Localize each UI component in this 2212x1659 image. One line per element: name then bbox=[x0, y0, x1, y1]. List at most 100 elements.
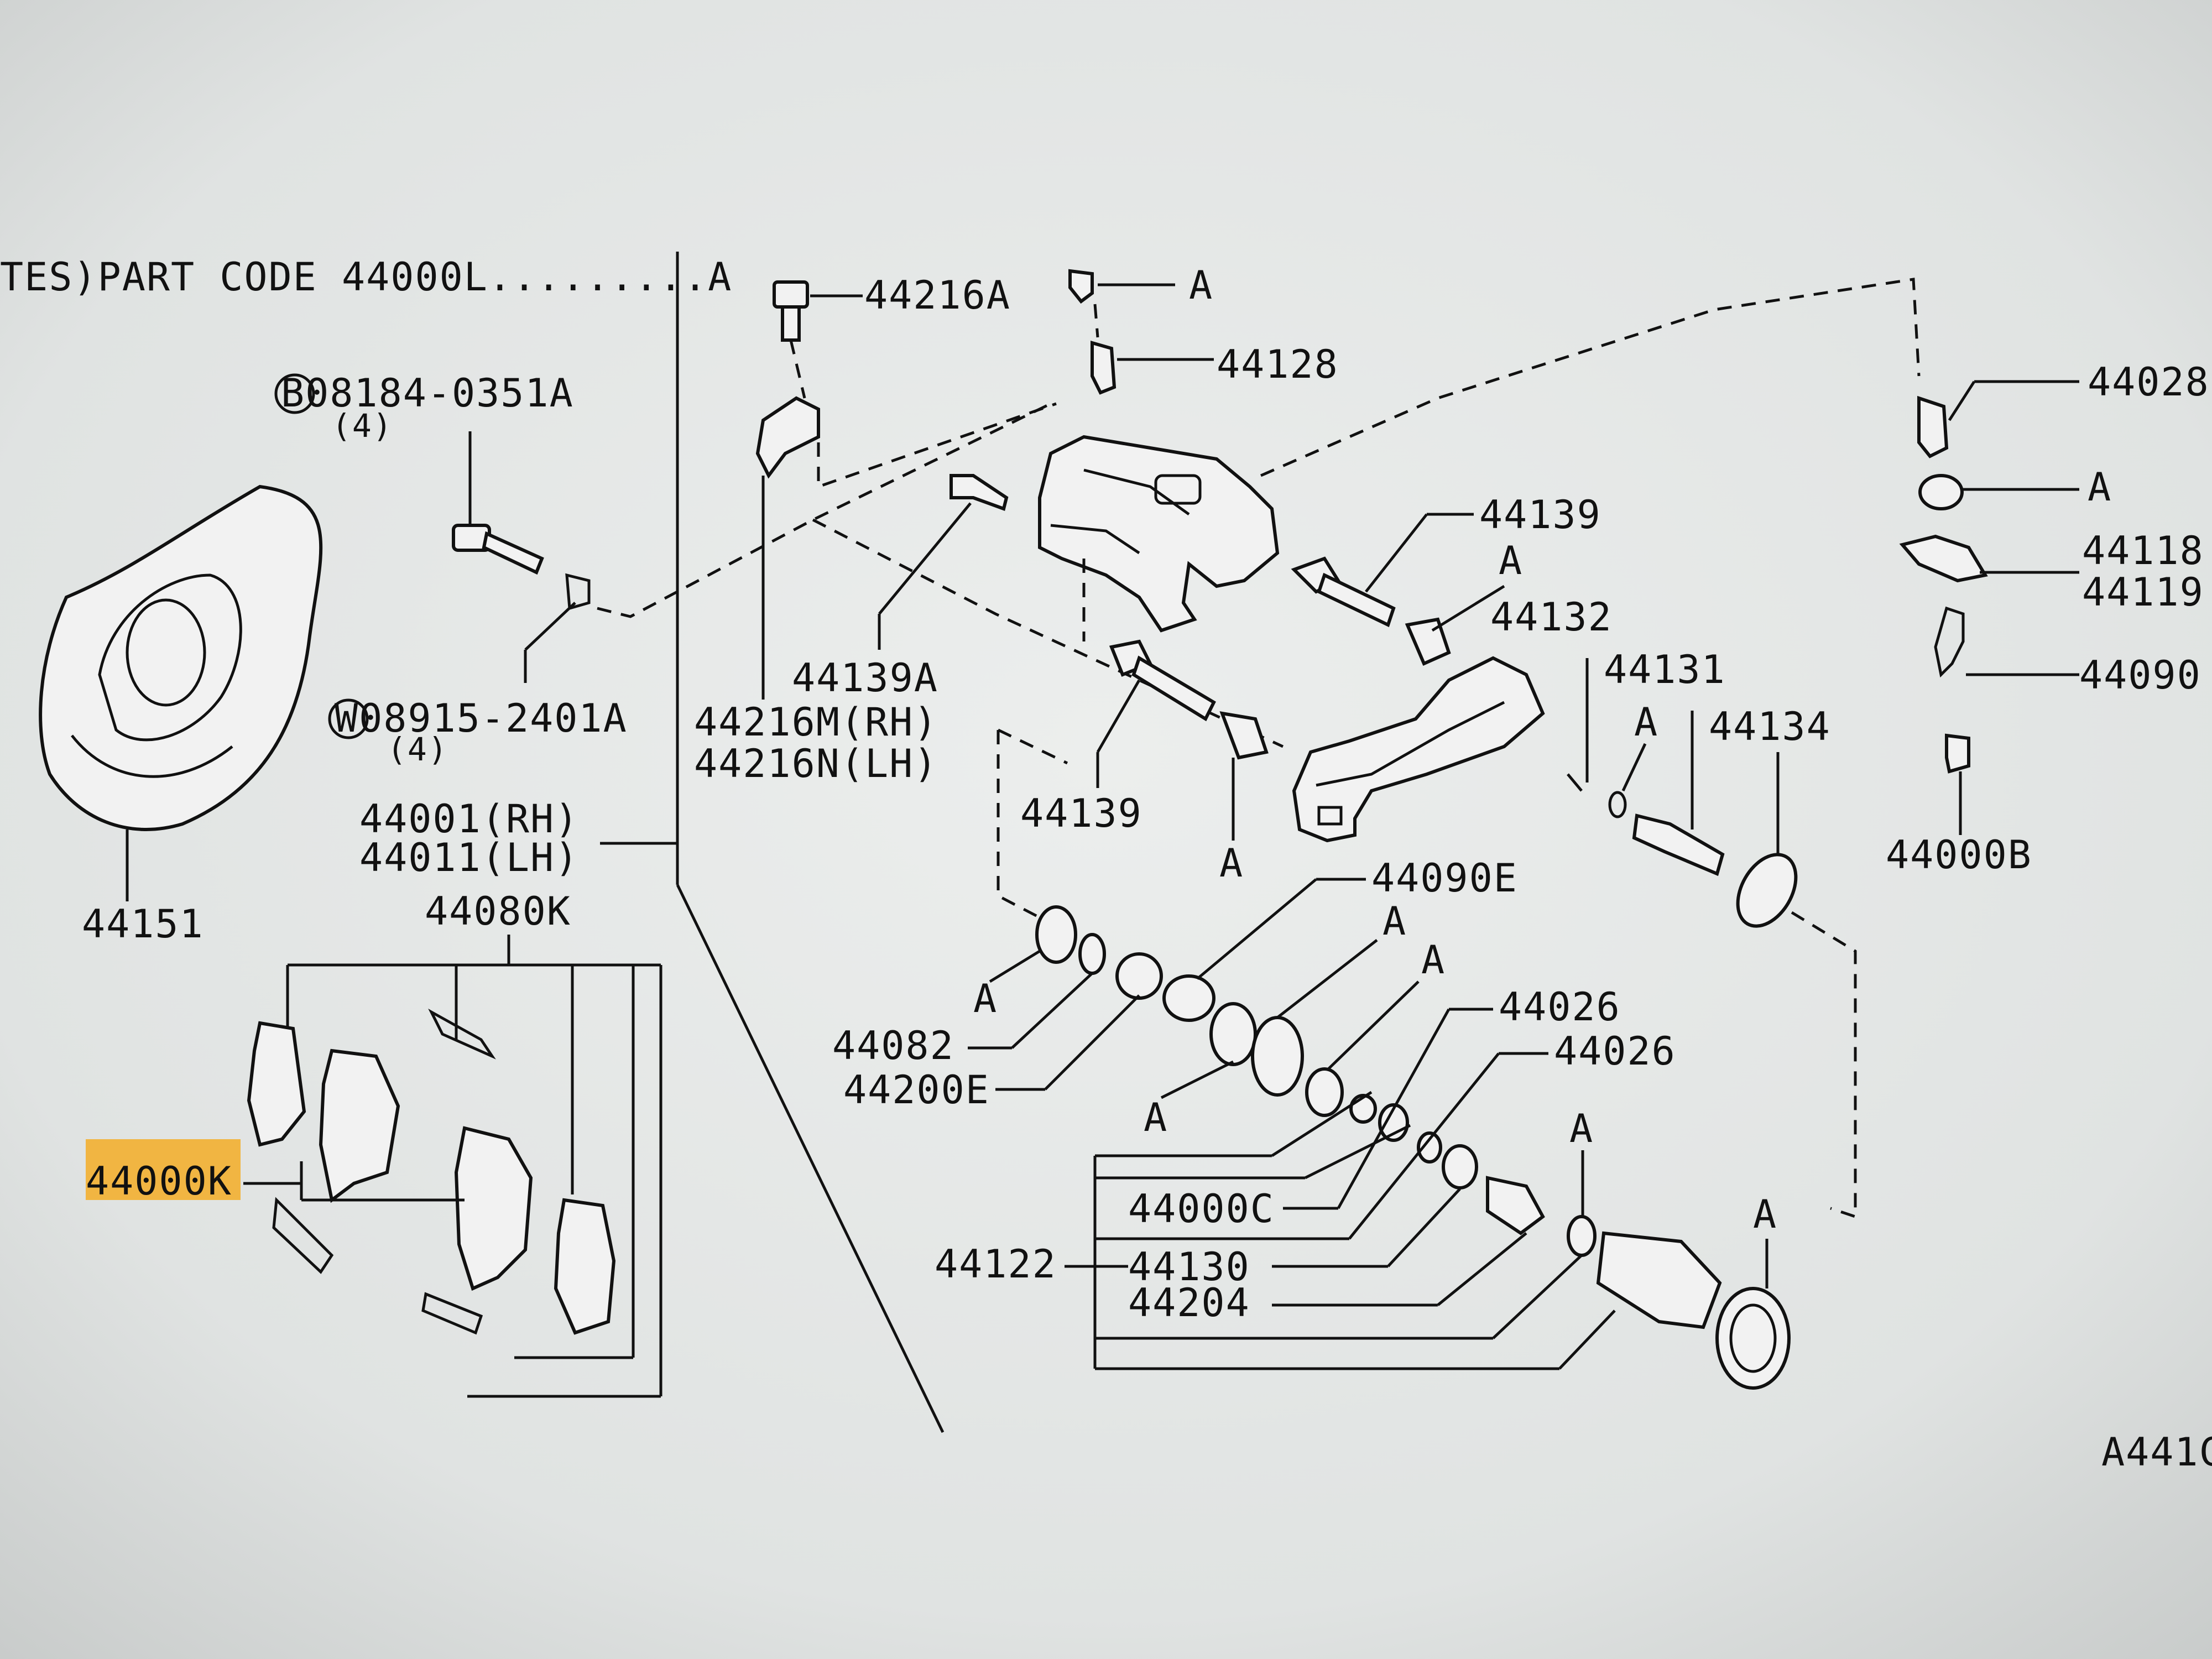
label-44026a: 44026 bbox=[1499, 984, 1621, 1030]
label-44130: 44130 bbox=[1128, 1244, 1250, 1290]
leader-44090e-d bbox=[1196, 878, 1317, 980]
bolt-44216a-drawing bbox=[773, 280, 809, 342]
boot-lower-drawing bbox=[1219, 711, 1269, 760]
leader-a-s3 bbox=[1326, 980, 1420, 1071]
label-44011-lh: 44011(LH) bbox=[359, 835, 579, 880]
label-bolt-b-qty: (4) bbox=[332, 407, 393, 445]
leader-a-mid1 bbox=[1431, 585, 1505, 632]
label-a-s5: A bbox=[1569, 1106, 1594, 1151]
label-washer-w: W08915-2401A bbox=[335, 696, 628, 741]
bleeder-cap-drawing bbox=[1068, 269, 1094, 304]
leader-44139-top bbox=[1365, 513, 1428, 593]
dashed-line-washer bbox=[597, 402, 1052, 618]
guide-pin-upper-drawing bbox=[1291, 556, 1396, 628]
label-bolt-b: B08184-0351A bbox=[281, 371, 574, 416]
leader-44028-d bbox=[1948, 380, 1976, 421]
label-44000k: 44000K bbox=[86, 1159, 232, 1204]
dashed-top-right bbox=[1260, 278, 1921, 477]
label-44000b: 44000B bbox=[1886, 832, 2032, 878]
torque-member-drawing bbox=[1292, 656, 1545, 843]
label-44082: 44082 bbox=[832, 1023, 954, 1068]
label-44200e: 44200E bbox=[843, 1067, 990, 1113]
leader-a-mid2 bbox=[1621, 743, 1647, 792]
highlight-44000k bbox=[86, 1139, 241, 1200]
pad-kit-bracket bbox=[286, 935, 662, 1398]
leader-44200e-d bbox=[1044, 994, 1140, 1091]
dashed-cap-right bbox=[1791, 911, 1857, 1219]
label-a-r1: A bbox=[2088, 465, 2112, 510]
leader-a-s4 bbox=[1160, 1060, 1234, 1099]
label-44118: 44118 bbox=[2082, 528, 2204, 573]
label-44128: 44128 bbox=[1217, 342, 1339, 387]
part-44028-drawing bbox=[1917, 395, 1949, 458]
label-44001-rh: 44001(RH) bbox=[359, 796, 579, 842]
leader-a-s2 bbox=[1276, 939, 1378, 1019]
label-44090e: 44090E bbox=[1371, 855, 1518, 901]
pin-44131-drawing bbox=[1567, 773, 1583, 792]
label-44151: 44151 bbox=[82, 901, 204, 947]
splash-shield-drawing bbox=[39, 484, 323, 831]
label-44080k: 44080K bbox=[425, 889, 571, 934]
bracket-44216m-drawing bbox=[755, 396, 820, 479]
oring-a-drawing bbox=[1608, 791, 1627, 818]
label-a-mid1: A bbox=[1499, 538, 1523, 583]
label-44139-top: 44139 bbox=[1479, 492, 1601, 538]
part-code-note: TES)PART CODE 44000L.........A bbox=[0, 254, 732, 300]
spring-44090-drawing bbox=[1934, 606, 1965, 678]
kit-bracket-44000c bbox=[1093, 1008, 1616, 1370]
w-circle-icon bbox=[328, 698, 369, 739]
label-washer-w-qty: (4) bbox=[387, 731, 448, 768]
caliper-body-drawing bbox=[1038, 435, 1280, 633]
label-44122: 44122 bbox=[935, 1241, 1057, 1287]
boot-upper-drawing bbox=[1405, 617, 1451, 666]
label-44131: 44131 bbox=[1604, 647, 1726, 692]
part-44000b-drawing bbox=[1945, 733, 1970, 774]
label-corner-code: A441C bbox=[2101, 1430, 2212, 1475]
label-a-s2: A bbox=[1383, 899, 1407, 944]
label-44090: 44090 bbox=[2079, 653, 2201, 698]
dashed-44216a bbox=[789, 340, 806, 399]
leader-44139-low bbox=[1096, 679, 1141, 753]
leader-a-s1 bbox=[989, 950, 1041, 983]
brake-pads-drawing bbox=[247, 1008, 616, 1335]
label-a-mid2: A bbox=[1634, 700, 1658, 745]
seal-parts-drawing bbox=[1035, 905, 1791, 1390]
dashed-bleeder bbox=[1093, 304, 1099, 338]
bolt-44139a-drawing bbox=[950, 474, 1009, 511]
label-44216m: 44216M(RH) bbox=[694, 700, 938, 745]
label-44139a: 44139A bbox=[792, 655, 938, 701]
label-44134: 44134 bbox=[1709, 704, 1831, 749]
label-44139-low: 44139 bbox=[1020, 791, 1142, 836]
label-44119: 44119 bbox=[2082, 570, 2204, 615]
label-44204: 44204 bbox=[1128, 1280, 1250, 1326]
label-44132: 44132 bbox=[1490, 594, 1613, 640]
washer-w-drawing bbox=[565, 573, 591, 611]
label-44028: 44028 bbox=[2088, 359, 2210, 405]
cap-44134-drawing bbox=[1736, 853, 1798, 928]
label-44026b: 44026 bbox=[1554, 1029, 1676, 1074]
leader-44139a-d bbox=[878, 502, 972, 615]
bolt-b-drawing bbox=[452, 524, 544, 575]
b-circle-icon bbox=[274, 373, 315, 414]
label-44000c: 44000C bbox=[1128, 1186, 1275, 1232]
label-a-s1: A bbox=[973, 976, 998, 1021]
part-44118-drawing bbox=[1899, 534, 1988, 583]
dashed-left-seal bbox=[997, 730, 1063, 931]
label-a-s4: A bbox=[1144, 1095, 1168, 1140]
part-a-r1-drawing bbox=[1918, 474, 1964, 510]
bleeder-44128-drawing bbox=[1091, 341, 1117, 395]
label-a-s3: A bbox=[1421, 937, 1446, 983]
divider-diagonal bbox=[676, 884, 945, 1433]
guide-pin-lower-drawing bbox=[1109, 639, 1216, 722]
label-a-top: A bbox=[1189, 263, 1213, 308]
label-a-s6: A bbox=[1753, 1192, 1777, 1237]
label-a-low: A bbox=[1219, 841, 1244, 886]
label-44216n: 44216N(LH) bbox=[694, 741, 938, 786]
adjuster-44131-drawing bbox=[1632, 813, 1725, 877]
dashed-left-seal-top bbox=[997, 728, 1068, 765]
label-44216a: 44216A bbox=[864, 273, 1011, 318]
leader-washer bbox=[524, 602, 576, 651]
